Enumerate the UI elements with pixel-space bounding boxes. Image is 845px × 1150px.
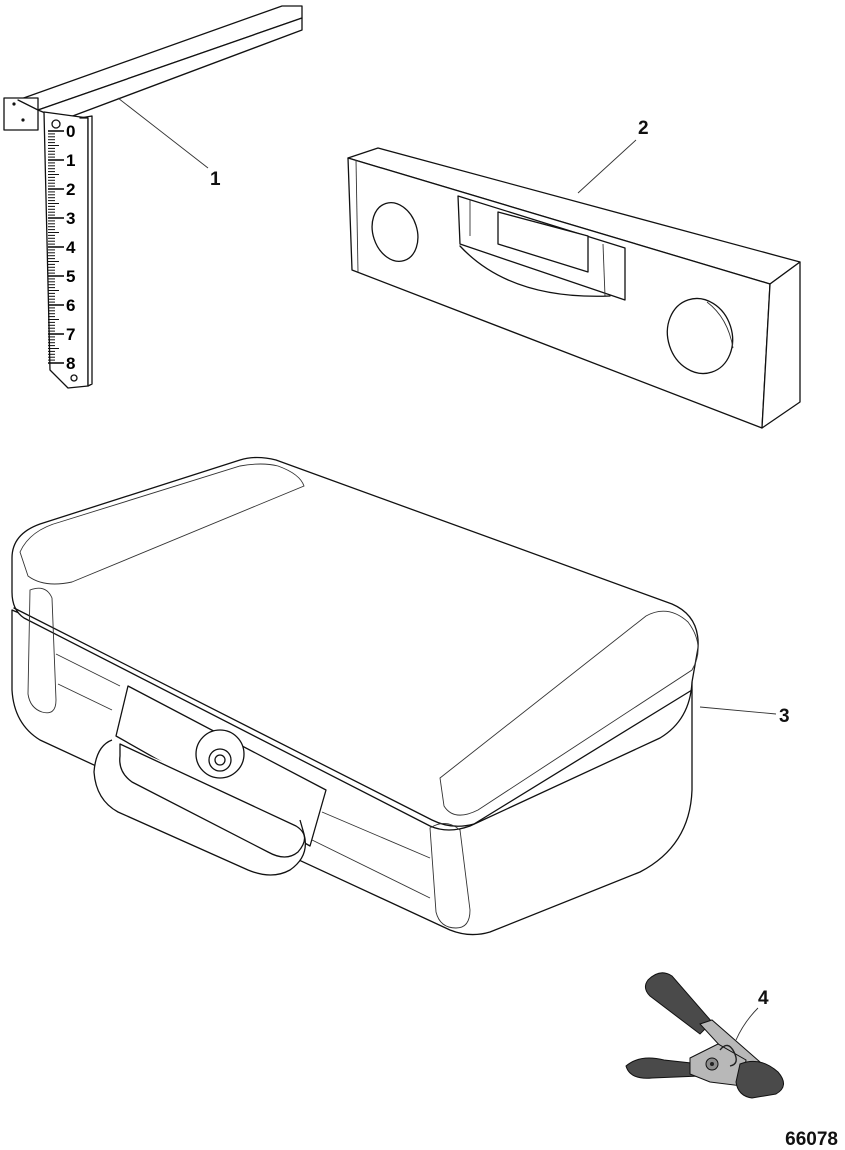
leader-line-1 <box>117 97 209 169</box>
ruler-tick-marks <box>48 130 64 364</box>
callout-3: 3 <box>779 706 790 727</box>
leader-line-4 <box>735 1007 759 1041</box>
carrying-case <box>11 456 699 936</box>
ruler-scale-number: 7 <box>66 325 75 344</box>
ruler-scale-number: 1 <box>66 151 75 170</box>
figure-id: 66078 <box>785 1129 838 1150</box>
spirit-level <box>347 147 801 429</box>
callout-2: 2 <box>638 118 649 139</box>
callout-1: 1 <box>210 169 221 190</box>
spring-clamp <box>625 972 784 1099</box>
ruler-scale-number: 0 <box>66 122 75 141</box>
ruler-scale-number: 2 <box>66 180 75 199</box>
ruler-scale-number: 5 <box>66 267 75 286</box>
ruler-scale-number: 6 <box>66 296 75 315</box>
ruler-scale-number: 4 <box>66 238 76 257</box>
ruler-scale-number: 3 <box>66 209 75 228</box>
leader-line-2 <box>577 139 637 194</box>
ruler-scale-numbers: 0 1 2 3 4 5 6 7 8 <box>66 122 76 373</box>
callout-4: 4 <box>758 988 769 1009</box>
ruler-scale-number: 8 <box>66 354 75 373</box>
measuring-ruler: 0 1 2 3 4 5 6 7 8 <box>3 5 303 389</box>
leader-line-3 <box>699 706 777 715</box>
